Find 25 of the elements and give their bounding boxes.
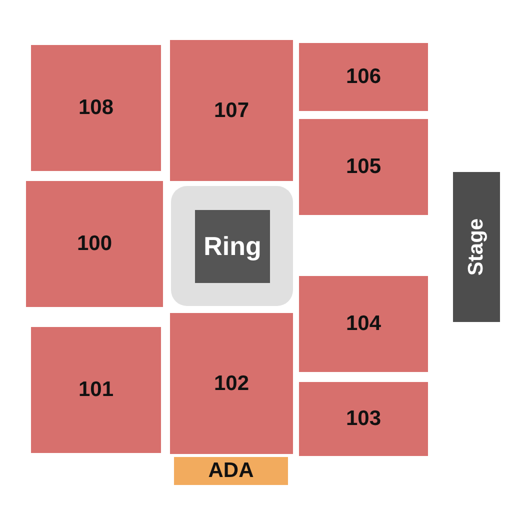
seating-section — [26, 181, 163, 307]
section-label: 108 — [78, 96, 114, 120]
seating-section — [170, 40, 293, 181]
ring-apron — [171, 186, 293, 306]
seating-section — [31, 327, 161, 453]
stage-area — [453, 172, 500, 322]
ada-section — [174, 457, 288, 485]
section-label: ADA — [208, 459, 254, 483]
section-label: 100 — [76, 232, 112, 256]
section-label: 105 — [346, 155, 382, 179]
section-label: 106 — [346, 65, 382, 89]
section-label: 102 — [214, 372, 250, 396]
seating-section — [299, 119, 428, 215]
section-label: Stage — [464, 218, 488, 276]
seating-section — [299, 276, 428, 372]
section-label: 101 — [78, 378, 114, 402]
section-label: Ring — [204, 231, 262, 262]
section-label: 107 — [214, 98, 250, 122]
ring-area — [195, 210, 270, 283]
seating-section — [299, 43, 428, 111]
section-label: 104 — [346, 312, 382, 336]
section-label: 103 — [346, 407, 382, 431]
seating-section — [170, 313, 293, 454]
seating-section — [31, 45, 161, 171]
seating-section — [299, 382, 428, 456]
